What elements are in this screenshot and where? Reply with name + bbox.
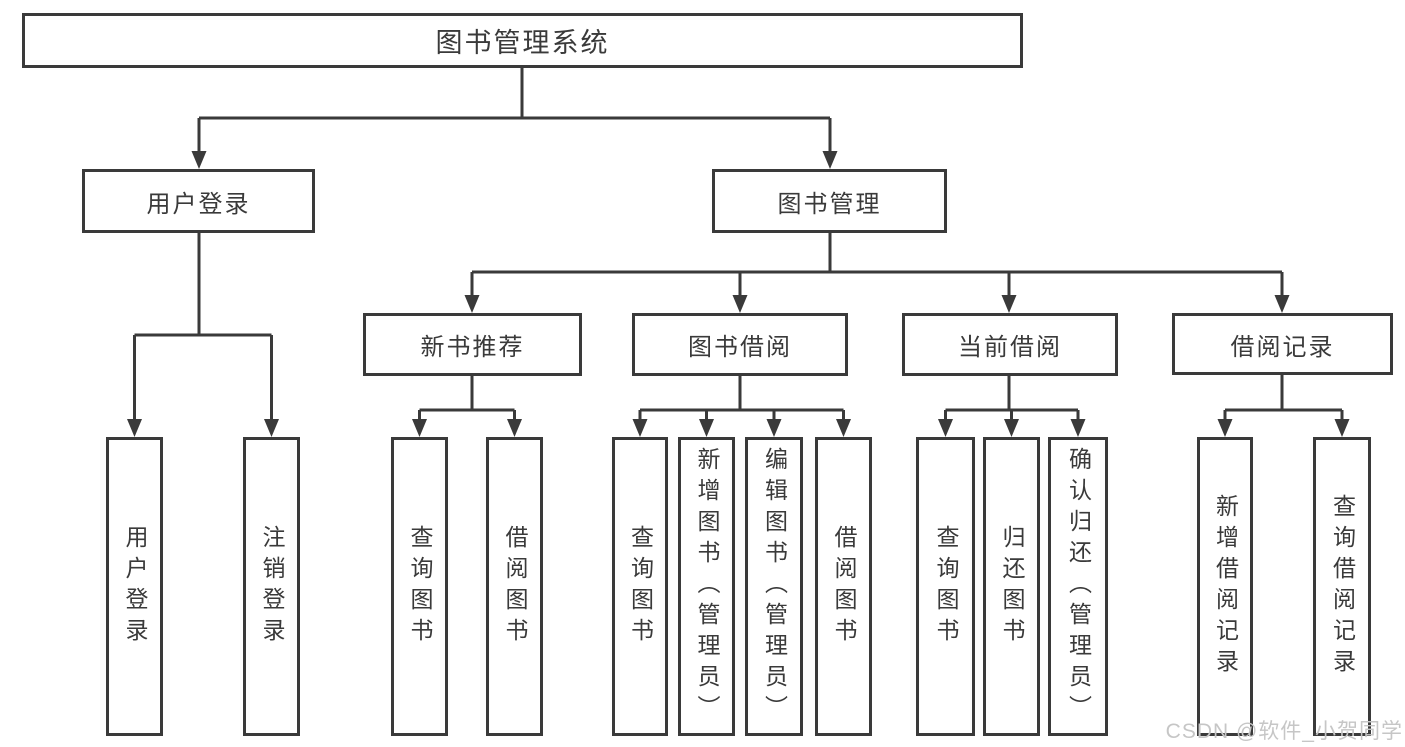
leaf-logout-label: 注销登录 [259,524,285,649]
node-user-login-label: 用户登录 [146,190,251,218]
leaf-cb-confirm-return-admin-label: 确认归还（管理员） [1065,447,1092,726]
leaf-cb-query-book: 查询图书 [916,437,975,736]
leaf-bb-borrow-book: 借阅图书 [815,437,872,736]
node-library-system: 图书管理系统 [22,13,1023,68]
node-current-borrowing-label: 当前借阅 [958,334,1062,361]
csdn-watermark: CSDN @软件_小贺同学 [1165,720,1403,743]
leaf-bb-borrow-book-label: 借阅图书 [831,524,857,649]
node-new-book-recommend-label: 新书推荐 [420,334,525,361]
leaf-user-login: 用户登录 [106,437,163,736]
leaf-bb-edit-book-admin: 编辑图书（管理员） [745,437,803,736]
leaf-nb-query-book: 查询图书 [391,437,448,736]
leaf-br-add-record: 新增借阅记录 [1197,437,1253,736]
node-new-book-recommend: 新书推荐 [363,313,582,376]
node-borrowing-records-label: 借阅记录 [1230,333,1335,361]
leaf-bb-add-book-admin-label: 新增图书（管理员） [694,447,720,726]
leaf-br-query-record: 查询借阅记录 [1313,437,1371,736]
leaf-br-add-record-label: 新增借阅记录 [1212,493,1239,680]
leaf-cb-query-book-label: 查询图书 [933,524,959,649]
leaf-bb-query-book: 查询图书 [612,437,668,736]
connector-lines [133,68,1344,421]
leaf-br-query-record-label: 查询借阅记录 [1329,493,1356,680]
leaf-bb-edit-book-admin-label: 编辑图书（管理员） [761,447,788,726]
node-book-management: 图书管理 [712,169,947,233]
leaf-cb-confirm-return-admin: 确认归还（管理员） [1048,437,1108,736]
node-borrowing-records: 借阅记录 [1172,313,1393,375]
node-user-login: 用户登录 [82,169,315,233]
leaf-nb-borrow-book-label: 借阅图书 [502,524,528,649]
leaf-cb-return-book-label: 归还图书 [999,524,1025,649]
leaf-user-login-label: 用户登录 [122,524,148,649]
node-book-management-label: 图书管理 [777,190,882,218]
leaf-logout: 注销登录 [243,437,300,736]
leaf-bb-query-book-label: 查询图书 [627,524,654,649]
leaf-bb-add-book-admin: 新增图书（管理员） [678,437,735,736]
leaf-cb-return-book: 归还图书 [983,437,1040,736]
node-library-system-label: 图书管理系统 [435,28,610,58]
leaf-nb-query-book-label: 查询图书 [407,524,433,649]
node-book-borrowing: 图书借阅 [632,313,848,376]
leaf-nb-borrow-book: 借阅图书 [486,437,543,736]
node-current-borrowing: 当前借阅 [902,313,1118,376]
node-book-borrowing-label: 图书借阅 [688,334,792,361]
